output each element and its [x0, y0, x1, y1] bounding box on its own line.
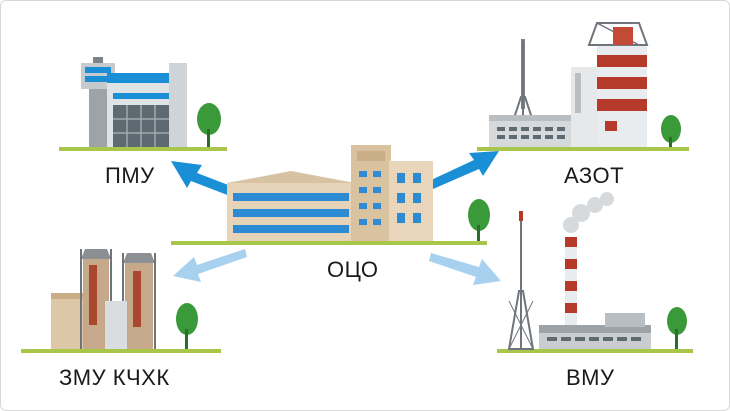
vmu-building	[497, 192, 693, 353]
label-azot: АЗОТ	[564, 163, 625, 188]
pmu-building	[59, 57, 227, 151]
arrow-to-zmu	[173, 249, 247, 282]
label-zmu: ЗМУ КЧХК	[59, 365, 170, 390]
oco-building	[171, 145, 490, 245]
label-oco: ОЦО	[327, 257, 379, 282]
label-pmu: ПМУ	[105, 163, 155, 188]
zmu-building	[21, 249, 221, 353]
arrow-to-azot	[429, 151, 499, 189]
label-vmu: ВМУ	[566, 365, 615, 390]
arrow-to-vmu	[429, 253, 501, 285]
azot-building	[477, 22, 689, 151]
